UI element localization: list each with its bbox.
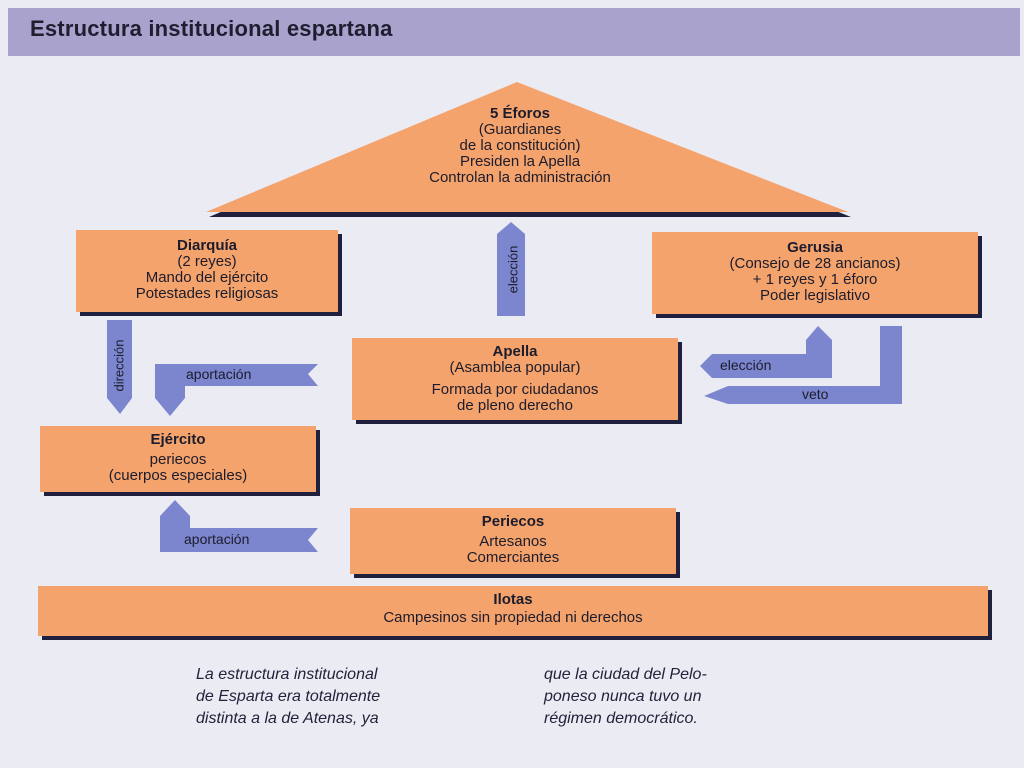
eforos-line: Controlan la administración [429,169,611,186]
eforos-title: 5 Éforos [489,105,550,122]
caption-line: La estructura institucional [196,666,378,683]
aportacion-bottom-arrow [160,500,318,552]
diarquia-box: Diarquía (2 reyes) Mando del ejército Po… [76,230,338,312]
gerusia-line: (Consejo de 28 ancianos) [729,255,901,272]
direccion-label: dirección [111,339,127,392]
gerusia-title: Gerusia [787,239,843,256]
ilotas-line: Campesinos sin propiedad ni derechos [383,609,643,626]
periecos-box: Periecos Artesanos Comerciantes [350,508,676,574]
ilotas-title: Ilotas [493,591,533,608]
diarquia-line: Potestades religiosas [135,285,279,302]
page-title: Estructura institucional espartana [30,16,393,41]
caption-line: que la ciudad del Pelo- [544,666,707,683]
apella-line: de pleno derecho [457,397,573,414]
aportacion-top-label: aportación [186,366,252,382]
caption-line: distinta a la de Atenas, ya [196,710,379,727]
diarquia-title: Diarquía [176,237,237,254]
veto-label: veto [802,386,829,402]
caption-line: régimen democrático. [544,710,698,727]
gerusia-line: Poder legislativo [759,287,871,304]
ilotas-box: Ilotas Campesinos sin propiedad ni derec… [38,586,988,636]
eforos-text: 5 Éforos (Guardianes de la constitución)… [330,106,710,186]
aportacion-top-arrow [155,364,318,416]
ejercito-box: Ejército periecos (cuerpos especiales) [40,426,316,492]
direccion-down-arrow [107,320,132,414]
eleccion-right-arrow [700,326,832,378]
periecos-line: Comerciantes [466,549,560,566]
eleccion-up-arrow [497,222,525,316]
eforos-line: de la constitución) [459,137,581,154]
apella-title: Apella [492,343,538,360]
periecos-title: Periecos [481,513,545,530]
eforos-line: (Guardianes [478,121,562,138]
eleccion-vertical-label: elección [505,245,521,294]
diarquia-line: (2 reyes) [177,253,237,270]
diarquia-line: Mando del ejército [145,269,269,286]
periecos-line: Artesanos [479,533,547,550]
caption-left: La estructura institucional de Esparta e… [196,664,526,730]
apella-line: Formada por ciudadanos [431,381,599,398]
caption-line: poneso nunca tuvo un [544,688,702,705]
ejercito-line: periecos [149,451,207,468]
eforos-pyramid-fill [206,82,848,212]
title-bar [8,8,1020,56]
eleccion-right-label: elección [720,357,772,373]
ejercito-line: (cuerpos especiales) [108,467,248,484]
veto-arrow [704,326,902,404]
ejercito-title: Ejército [150,431,206,448]
gerusia-line: + 1 reyes y 1 éforo [752,271,878,288]
gerusia-box: Gerusia (Consejo de 28 ancianos) + 1 rey… [652,232,978,314]
apella-box: Apella (Asamblea popular) Formada por ci… [352,338,678,420]
eforos-line: Presiden la Apella [459,153,581,170]
aportacion-bottom-label: aportación [184,531,250,547]
apella-line: (Asamblea popular) [449,359,581,376]
caption-line: de Esparta era totalmente [196,688,381,705]
caption-right: que la ciudad del Pelo- poneso nunca tuv… [544,664,844,730]
